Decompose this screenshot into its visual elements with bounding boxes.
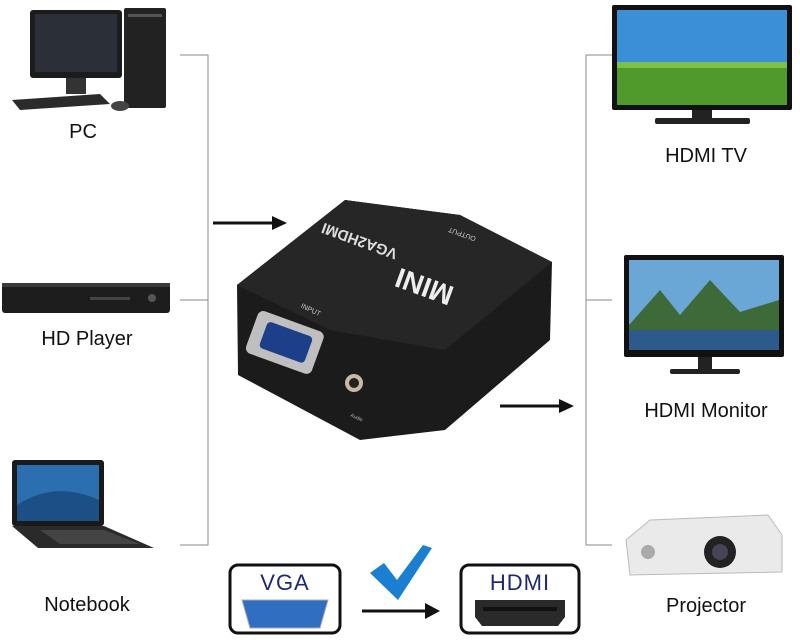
monitor-icon xyxy=(624,255,784,374)
source-label-pc: PC xyxy=(69,121,97,143)
source-label-notebook: Notebook xyxy=(44,594,130,616)
check-icon xyxy=(370,545,432,600)
source-label-hd-player: HD Player xyxy=(41,328,133,350)
vga-box xyxy=(228,563,342,635)
laptop-icon xyxy=(12,460,154,548)
tv-icon xyxy=(612,5,792,124)
hdmi-box xyxy=(459,563,581,635)
arrow-input xyxy=(213,216,287,230)
vga-label: VGA xyxy=(260,570,310,595)
desktop-pc-icon xyxy=(12,8,166,111)
hdmi-label: HDMI xyxy=(489,570,551,595)
hdmi-port-icon xyxy=(475,600,565,626)
arrow-output xyxy=(500,399,574,413)
bluray-player-icon xyxy=(2,283,170,313)
arrow-conversion xyxy=(362,603,440,619)
output-label-hdmi-monitor: HDMI Monitor xyxy=(644,400,768,422)
projector-icon xyxy=(625,514,783,576)
output-label-projector: Projector xyxy=(665,595,747,617)
vga-port-icon xyxy=(241,599,329,629)
diagram-shape xyxy=(180,54,612,546)
output-label-hdmi-tv: HDMI TV xyxy=(665,145,747,167)
converter-device xyxy=(237,200,552,440)
